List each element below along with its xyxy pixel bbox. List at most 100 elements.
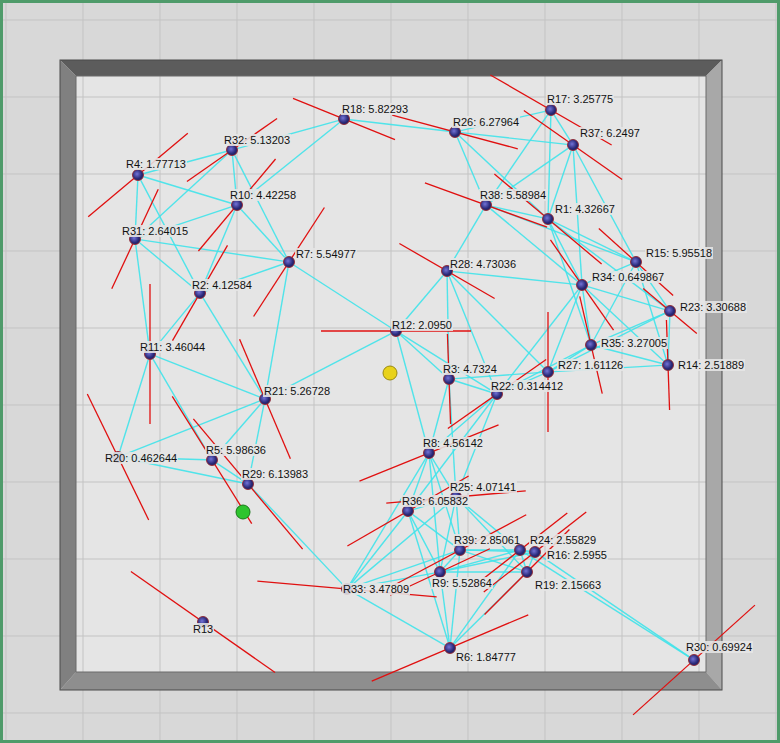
link-line <box>202 211 234 288</box>
robot: R14: 2.51889 <box>662 359 674 371</box>
link-line <box>120 360 148 452</box>
robot: R26: 6.27964 <box>449 126 461 138</box>
grid-line <box>699 0 700 743</box>
robot: R33: 3.47809 <box>341 583 353 595</box>
link-line <box>588 287 664 310</box>
grid-line <box>0 482 780 483</box>
grid-line <box>0 20 780 21</box>
link-line <box>586 289 663 361</box>
grid-line <box>314 0 315 743</box>
heading-line <box>580 296 602 393</box>
robot-label: R18: 5.82293 <box>341 103 409 115</box>
robot-label: R21: 5.26728 <box>263 385 331 397</box>
heading-line <box>633 605 755 715</box>
robot: R20: 0.462644 <box>112 451 124 463</box>
robot: R39: 2.85061 <box>454 544 466 556</box>
link-line <box>141 240 283 261</box>
robot-label: R34: 0.649867 <box>591 271 665 283</box>
wall-left <box>60 60 76 690</box>
link-line <box>136 245 149 348</box>
robot: R29: 6.13983 <box>242 478 254 490</box>
robot: R5: 5.98636 <box>206 454 218 466</box>
robot: R21: 5.26728 <box>259 393 271 405</box>
robot-label: R23: 3.30688 <box>679 301 747 313</box>
robot: R1: 4.32667 <box>542 213 554 225</box>
grid-line <box>0 713 780 714</box>
link-line <box>413 515 455 547</box>
robot: R38: 5.58984 <box>480 199 492 211</box>
grid-line <box>622 0 623 743</box>
link-line <box>455 381 492 392</box>
robot: R3: 4.7324 <box>443 373 455 385</box>
grid-line <box>0 174 780 175</box>
robot-label: R3: 4.7324 <box>442 363 498 375</box>
robot-label: R22: 0.314412 <box>490 380 564 392</box>
robot-label: R19: 2.15663 <box>534 579 602 591</box>
robot-label: R14: 2.51889 <box>677 359 745 371</box>
link-line <box>459 136 543 215</box>
robot: R27: 1.61126 <box>542 366 554 378</box>
robot: R36: 6.05832 <box>402 505 414 517</box>
robot-label: R30: 0.69924 <box>685 641 753 653</box>
robot: R31: 2.64015 <box>129 233 141 245</box>
robot-label: R37: 6.2497 <box>579 127 641 139</box>
heading-line <box>550 240 613 330</box>
robot-label: R6: 1.84777 <box>455 651 517 663</box>
robot-label: R4: 1.77713 <box>125 158 187 170</box>
heading-line <box>399 244 494 299</box>
grid-line <box>0 636 780 637</box>
wall-inner-outline <box>76 76 706 672</box>
robot-label: R35: 3.27005 <box>600 337 668 349</box>
link-line <box>351 516 405 585</box>
robot: R15: 5.95518 <box>630 256 642 268</box>
link-line <box>400 335 444 375</box>
link-line <box>140 243 196 289</box>
robot-label: R11: 3.46044 <box>139 341 206 353</box>
robot: R8: 4.56142 <box>423 447 435 459</box>
robot-label: R7: 5.54977 <box>295 248 357 260</box>
robot: R30: 0.69924 <box>688 654 700 666</box>
robot-label: R27: 1.61126 <box>557 359 624 371</box>
link-line <box>266 268 288 393</box>
robot: R18: 5.82293 <box>338 113 350 125</box>
robot-label: R26: 6.27964 <box>452 116 520 128</box>
link-line <box>529 558 533 567</box>
robot-label: R8: 4.56142 <box>422 437 484 449</box>
grid-line <box>6 0 7 743</box>
grid-line <box>0 405 780 406</box>
robot: R35: 3.27005 <box>585 339 597 351</box>
robot: R12: 2.0950 <box>390 325 402 337</box>
wall-right <box>706 60 722 690</box>
robot-label: R20: 0.462644 <box>104 452 178 464</box>
robot: R32: 5.13203 <box>226 144 238 156</box>
robot: R13 <box>197 616 209 628</box>
robot-label: R13 <box>192 623 214 635</box>
link-line <box>525 553 689 657</box>
grid-line <box>776 0 777 743</box>
link-line <box>668 317 670 359</box>
link-line <box>540 555 689 656</box>
robot: R16: 2.5955 <box>529 546 541 558</box>
link-line <box>352 501 452 585</box>
robot-label: R38: 5.58984 <box>479 189 547 201</box>
link-line <box>352 592 445 645</box>
grid-line <box>83 0 84 743</box>
link-line <box>241 209 285 257</box>
heading-line <box>112 189 158 289</box>
robot-label: R2: 4.12584 <box>191 279 253 291</box>
heading-line <box>173 245 228 340</box>
robot: R19: 2.15663 <box>521 566 533 578</box>
robot: R7: 5.54977 <box>283 256 295 268</box>
wall-outline <box>60 60 722 690</box>
link-line <box>350 120 449 132</box>
grid-line <box>0 559 780 560</box>
yellow-ball <box>383 366 397 380</box>
robot-label: R25: 4.07141 <box>449 481 517 493</box>
robot-label: R1: 4.32667 <box>554 203 616 215</box>
robot: R11: 3.46044 <box>144 348 156 360</box>
robot-label: R28: 4.73036 <box>449 258 517 270</box>
robot: R22: 0.314412 <box>491 388 503 400</box>
heading-line <box>240 339 291 459</box>
heading-line <box>187 118 277 181</box>
